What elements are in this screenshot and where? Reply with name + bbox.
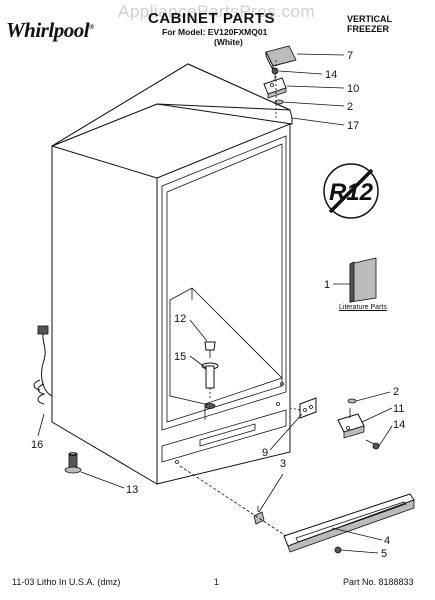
bottom-hinge-screw [365, 439, 380, 450]
bottom-hinge [337, 408, 365, 439]
grille-screw [334, 546, 342, 554]
product-category: VERTICAL FREEZER [347, 14, 392, 34]
callout-numbers: 7 14 10 2 17 1 12 15 2 11 14 9 3 16 13 4… [31, 50, 405, 560]
top-hinge-screw [271, 67, 279, 80]
callout-16: 16 [31, 439, 43, 451]
bracket-axis-line [289, 407, 301, 411]
callout-7: 7 [347, 50, 353, 62]
drain-plug [204, 341, 216, 358]
bottom-hinge-plate [299, 397, 317, 419]
brand-name: Whirlpool [6, 18, 90, 42]
cabinet-body [51, 63, 293, 485]
callout-4: 4 [384, 535, 390, 547]
toe-grille [283, 493, 415, 553]
callout-11: 11 [393, 403, 404, 415]
grille-axis-line [179, 465, 287, 537]
callout-2-bottom: 2 [393, 386, 399, 398]
top-hinge [265, 45, 297, 71]
callout-3: 3 [280, 458, 286, 470]
brand-logo: Whirlpool® [6, 18, 94, 43]
part-number: Part No. 8188833 [343, 577, 414, 587]
literature-booklet [349, 257, 377, 303]
callout-13: 13 [126, 484, 138, 496]
page-number: 1 [214, 577, 220, 587]
r12-logo: R12 [323, 163, 379, 219]
callout-14-bottom: 14 [393, 419, 405, 431]
callout-15: 15 [174, 351, 186, 363]
grille-clip [253, 506, 265, 525]
page-title: CABINET PARTS [148, 10, 276, 27]
leveling-leg [64, 452, 82, 474]
hinge-bracket [263, 77, 287, 99]
callout-17: 17 [347, 120, 359, 132]
model-variant: (White) [214, 37, 243, 47]
literature-parts-label: Literature Parts [339, 304, 387, 311]
callout-12: 12 [174, 313, 186, 325]
bottom-washer [347, 398, 357, 404]
registered-mark: ® [89, 23, 94, 31]
callout-2-top: 2 [347, 101, 353, 113]
callout-9: 9 [262, 447, 268, 459]
watermark: AppliancePartsPros.com [118, 2, 316, 21]
model-line: For Model: EV120FXMQ01 [162, 27, 268, 37]
footer-print-info: 11-03 Litho In U.S.A. (dmz) [12, 577, 121, 587]
power-cord [33, 325, 53, 405]
callout-5: 5 [381, 548, 387, 560]
leader-lines [37, 53, 393, 554]
callout-1: 1 [324, 279, 330, 291]
callout-10: 10 [347, 83, 359, 95]
callout-14-top: 14 [325, 69, 337, 81]
